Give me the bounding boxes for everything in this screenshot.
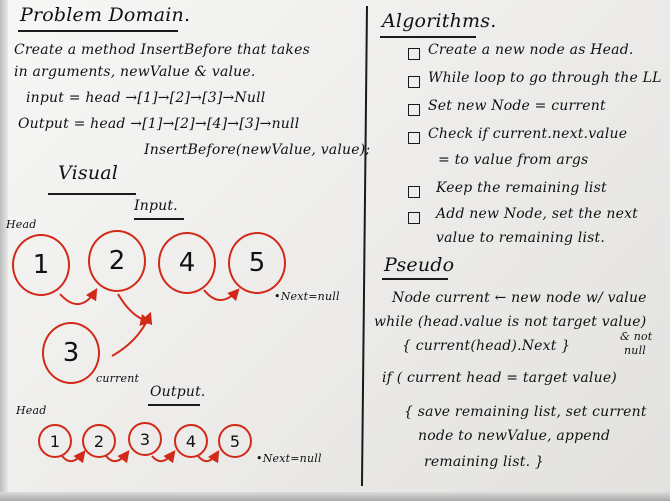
step-checkbox-2[interactable] [408,76,420,88]
output-node-5: 5 [218,424,252,458]
pseudo-note-2: null [624,344,647,357]
problem-line-1: Create a method InsertBefore that takes [14,42,310,58]
algorithm-step-6: Add new Node, set the next [436,206,638,222]
output-link-2-3 [105,450,130,464]
output-link-4-5 [197,449,220,464]
link-2-to-3 [117,293,153,326]
input-node-3: 4 [158,232,216,294]
output-underline [148,404,200,406]
problem-domain-underline [18,30,178,32]
head-label-input: Head [6,218,37,231]
problem-domain-title: Problem Domain. [20,4,191,26]
output-next-null: •Next=null [256,452,322,465]
current-label: current [96,372,140,385]
step-checkbox-4[interactable] [408,132,420,144]
head-label-output: Head [16,404,47,417]
problem-input: input = head →[1]→[2]→[3]→Null [26,90,266,106]
output-link-3-4 [151,450,176,464]
step-checkbox-5[interactable] [408,186,420,198]
pseudo-line-7: remaining list. } [424,454,544,470]
input-node-1: 1 [12,234,70,296]
problem-output: Output = head →[1]→[2]→[4]→[3]→null [18,116,300,132]
new-node: 3 [42,322,100,384]
output-label: Output. [150,384,206,400]
pseudo-line-4: if ( current head = target value) [382,370,617,386]
visual-title: Visual [58,162,119,184]
pseudo-line-5: { save remaining list, set current [404,404,647,420]
algorithm-step-4: Check if current.next.value [428,126,628,142]
problem-method-call: InsertBefore(newValue, value); [144,142,371,158]
input-link-4-5 [203,288,240,302]
step-checkbox-3[interactable] [408,104,420,116]
input-underline [134,218,184,220]
output-node-2: 2 [82,424,116,458]
input-label: Input. [134,198,178,214]
output-node-1: 1 [38,424,72,458]
visual-underline [48,193,136,195]
pseudo-line-2: while (head.value is not target value) [374,314,647,330]
pseudo-underline [382,278,448,280]
algorithm-step-3: Set new Node = current [428,98,606,114]
pseudo-line-6: node to newValue, append [418,428,611,444]
board-frame-left [0,0,8,501]
step-checkbox-6[interactable] [408,212,420,224]
algorithm-step-2: While loop to go through the LL [428,70,662,86]
algorithms-underline [380,36,476,38]
board-frame-bottom [0,492,670,501]
input-link-1-2 [59,287,98,305]
pseudo-note-1: & not [620,330,653,343]
algorithm-step-6-cont: value to remaining list. [436,230,606,246]
output-link-1-2 [61,450,86,464]
pseudo-line-3: { current(head).Next } [402,338,571,354]
step-checkbox-1[interactable] [408,48,420,60]
output-node-3: 3 [128,422,162,456]
output-node-4: 4 [174,424,208,458]
algorithm-step-4-cont: = to value from args [438,152,589,168]
pseudo-title: Pseudo [384,254,455,276]
input-node-2: 2 [88,230,146,292]
algorithm-step-1: Create a new node as Head. [428,42,634,58]
input-node-4: 5 [228,232,286,294]
algorithms-title: Algorithms. [382,10,497,32]
pseudo-line-1: Node current ← new node w/ value [392,290,647,306]
input-next-null: •Next=null [274,290,340,303]
problem-line-2: in arguments, newValue & value. [14,64,256,80]
algorithm-step-5: Keep the remaining list [436,180,607,196]
